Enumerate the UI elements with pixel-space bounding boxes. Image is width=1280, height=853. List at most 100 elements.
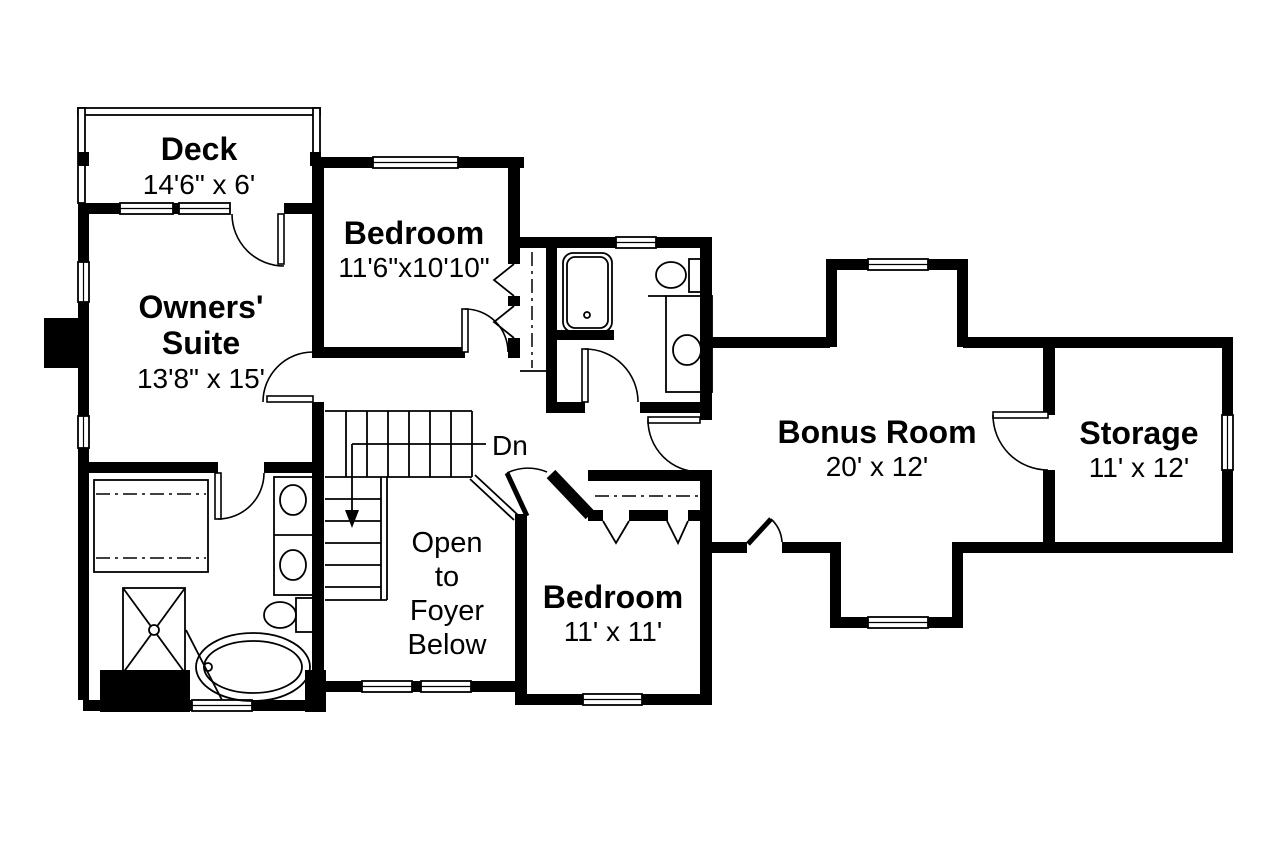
wall-segment [688,510,712,521]
bedroom-bottom-dims: 11' x 11' [564,616,662,647]
foyer-label-line2: to [435,561,459,593]
wall-segment [264,462,324,473]
window [361,680,413,693]
double-vanity-icon [273,476,314,596]
wall-segment [1222,470,1233,553]
shower-icon [122,587,186,674]
window [119,202,174,215]
wall-segment [173,203,179,214]
wall-segment [928,617,963,628]
wall-segment [508,338,520,358]
wall-segment [963,337,1233,348]
wall-segment [952,542,1233,553]
foyer-label-line4: Below [408,629,488,661]
wall-segment [78,448,89,700]
wall-segment [957,259,968,347]
toilet-icon [263,597,314,633]
door-swing-arc [770,518,783,543]
wall-segment [83,462,218,473]
wall-segment [520,237,616,248]
window [1221,414,1234,471]
window [372,156,459,169]
door-swing-arc [217,472,265,520]
foyer-label-line3: Foyer [410,595,484,627]
wall-segment [706,542,747,553]
window [77,261,90,303]
window [77,415,90,449]
bedroom-top-name: Bedroom [344,215,484,251]
vanity-icon [648,295,713,393]
wall-segment [700,475,712,705]
owners-suite-name-line1: Owners' [139,289,264,325]
stair-open-rail [469,478,515,521]
deck-name: Deck [161,131,238,167]
wall-segment [588,510,603,521]
window [582,693,643,706]
wall-segment [640,402,712,413]
wall-segment [546,248,557,413]
wall-segment [312,157,373,168]
bonus-room-name: Bonus Room [777,414,976,450]
wall-segment [557,330,614,340]
window [615,236,657,249]
wall-segment [305,670,326,712]
doors [214,213,1049,546]
wall-segment [508,296,520,306]
wall-segment [312,402,324,712]
deck-door [231,213,285,267]
wall-segment [826,259,837,347]
wall-segment [318,681,362,692]
door-swing-arc [262,351,314,403]
closet-doors [492,263,708,546]
walls [44,152,1233,712]
deck-rail-right [312,107,321,159]
wall-segment [588,470,712,481]
wall-segment [284,203,318,214]
bonus-room-hall-door [647,416,701,473]
wall-segment [515,694,583,705]
wall-segment [78,203,89,262]
owners-suite-dims: 13'8" x 15' [137,363,265,394]
bedroom-bottom-name: Bedroom [543,579,683,615]
storage-name: Storage [1079,415,1198,451]
wall-segment [826,259,868,270]
stair-open-rail [474,474,520,517]
hall-bathroom-fixtures [520,252,713,393]
wall-segment [458,157,524,168]
wall-segment [830,542,841,628]
owners-suite-door [262,351,314,403]
door-swing-arc [506,467,548,474]
bonus-room-dims: 20' x 12' [826,451,929,482]
window [867,258,929,271]
stairs [325,410,520,601]
door-swing-arc [584,348,639,403]
wall-segment [312,347,465,358]
bedroom-top-dims: 11'6"x10'10" [338,252,490,283]
foyer-label-line1: Open [412,527,483,559]
wall-segment [252,700,326,711]
toilet-icon [655,258,705,293]
wall-segment [1043,337,1055,415]
wall-segment [629,510,668,521]
door-swing-arc [647,419,701,473]
wall-segment [100,670,190,712]
labels: Deck 14'6" x 6' Owners' Suite 13'8" x 15… [137,131,1199,661]
bifold-door-icon [492,263,515,297]
wall-segment [1222,337,1233,415]
tub-icon [562,252,613,333]
wall-segment [508,157,520,264]
bifold-door-icon [602,520,630,545]
tub-icon [195,632,311,702]
wall-segment [1043,470,1055,553]
wall-segment [830,617,868,628]
wall-segment [952,542,963,628]
bifold-door-icon [492,305,515,339]
wall-segment [412,681,421,692]
window [420,680,472,693]
door-swing-arc [992,414,1049,471]
bonus-room-rear-door [746,517,783,546]
windows [77,156,1234,712]
wall-segment [515,514,527,694]
